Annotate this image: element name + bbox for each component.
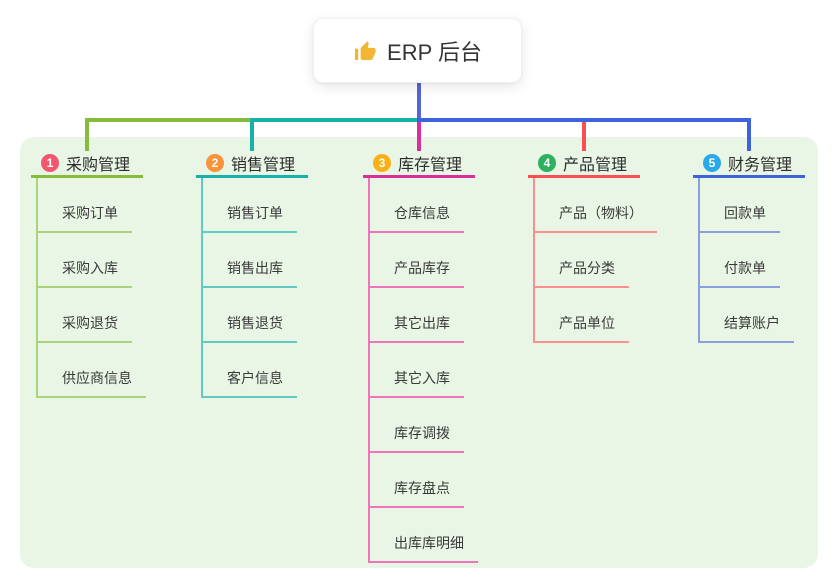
child-node[interactable]: 产品库存 (370, 233, 464, 288)
branch-3: 3 库存管理仓库信息产品库存其它出库其它入库库存调拨库存盘点出库库明细 (363, 151, 478, 563)
connector-branch-drop (250, 122, 254, 151)
connector-root-stem (417, 83, 421, 118)
connector-bus-segment (417, 118, 751, 122)
child-node[interactable]: 仓库信息 (370, 178, 464, 233)
child-node[interactable]: 客户信息 (203, 343, 297, 398)
branch-number-badge: 1 (41, 154, 59, 172)
connector-bus-segment (85, 118, 254, 122)
child-node[interactable]: 其它出库 (370, 288, 464, 343)
branch-children: 产品（物料）产品分类产品单位 (533, 178, 657, 343)
connector-branch-drop (417, 122, 421, 151)
child-node[interactable]: 库存盘点 (370, 453, 464, 508)
thumbs-up-icon (355, 40, 376, 60)
child-node[interactable]: 产品分类 (535, 233, 629, 288)
branch-title[interactable]: 4 产品管理 (528, 151, 640, 178)
branch-number-badge: 4 (538, 154, 556, 172)
branch-label: 财务管理 (728, 157, 793, 174)
branch-label: 采购管理 (66, 157, 131, 174)
child-node[interactable]: 供应商信息 (38, 343, 146, 398)
branch-number-badge: 5 (703, 154, 721, 172)
connector-branch-drop (747, 122, 751, 151)
branch-5: 5 财务管理回款单付款单结算账户 (693, 151, 805, 343)
child-node[interactable]: 销售订单 (203, 178, 297, 233)
branch-1: 1 采购管理采购订单采购入库采购退货供应商信息 (31, 151, 146, 398)
branch-title[interactable]: 1 采购管理 (31, 151, 143, 178)
branch-children: 仓库信息产品库存其它出库其它入库库存调拨库存盘点出库库明细 (368, 178, 478, 563)
branch-2: 2 销售管理销售订单销售出库销售退货客户信息 (196, 151, 308, 398)
branch-number-badge: 3 (373, 154, 391, 172)
branch-label: 库存管理 (398, 157, 463, 174)
child-node[interactable]: 付款单 (700, 233, 780, 288)
connector-bus-segment (250, 118, 421, 122)
branch-title[interactable]: 2 销售管理 (196, 151, 308, 178)
branch-children: 销售订单销售出库销售退货客户信息 (201, 178, 297, 398)
child-node[interactable]: 其它入库 (370, 343, 464, 398)
branch-children: 回款单付款单结算账户 (698, 178, 794, 343)
child-node[interactable]: 销售退货 (203, 288, 297, 343)
child-node[interactable]: 出库库明细 (370, 508, 478, 563)
child-node[interactable]: 采购入库 (38, 233, 132, 288)
branch-title[interactable]: 3 库存管理 (363, 151, 475, 178)
child-node[interactable]: 销售出库 (203, 233, 297, 288)
child-node[interactable]: 库存调拨 (370, 398, 464, 453)
mindmap-panel (20, 137, 818, 568)
branch-number-badge: 2 (206, 154, 224, 172)
root-node-erp[interactable]: ERP 后台 (313, 18, 522, 83)
child-node[interactable]: 回款单 (700, 178, 780, 233)
child-node[interactable]: 产品（物料） (535, 178, 657, 233)
child-node[interactable]: 结算账户 (700, 288, 794, 343)
child-node[interactable]: 采购订单 (38, 178, 132, 233)
child-node[interactable]: 采购退货 (38, 288, 132, 343)
child-node[interactable]: 产品单位 (535, 288, 629, 343)
branch-4: 4 产品管理产品（物料）产品分类产品单位 (528, 151, 657, 343)
branch-label: 销售管理 (231, 157, 296, 174)
branch-title[interactable]: 5 财务管理 (693, 151, 805, 178)
root-node-label: ERP 后台 (387, 39, 482, 65)
connector-branch-drop (85, 122, 89, 151)
connector-branch-drop (582, 122, 586, 151)
branch-label: 产品管理 (563, 157, 628, 174)
branch-children: 采购订单采购入库采购退货供应商信息 (36, 178, 146, 398)
